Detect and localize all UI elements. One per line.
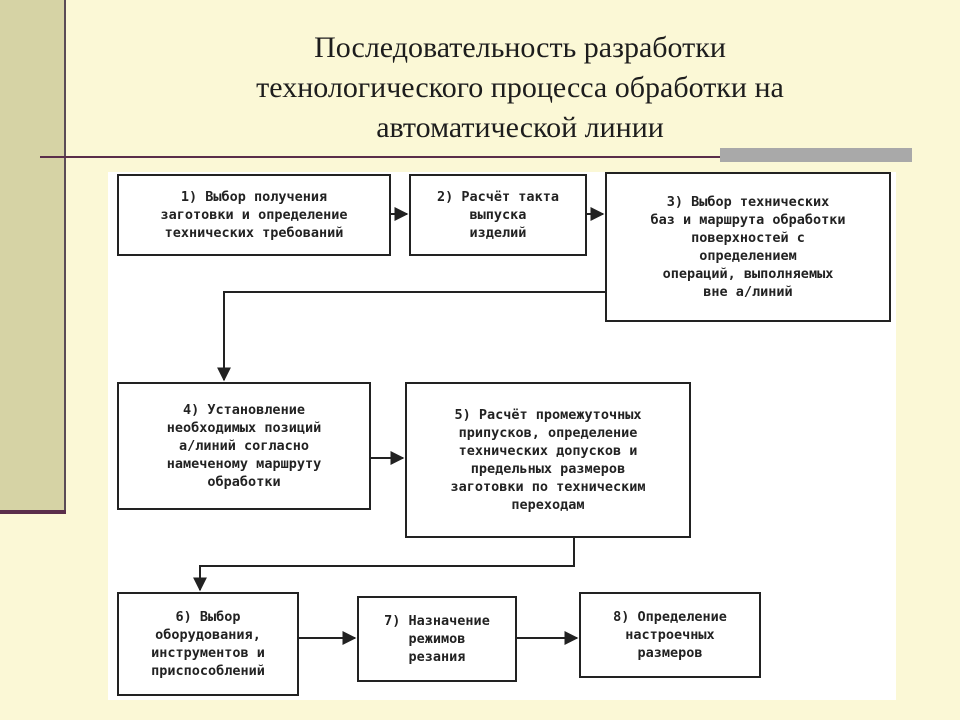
step-1-box: 1) Выбор получения заготовки и определен… (117, 174, 391, 256)
step-6-box: 6) Выбор оборудования, инструментов и пр… (117, 592, 299, 696)
step-2-box: 2) Расчёт такта выпуска изделий (409, 174, 587, 256)
step-5-box: 5) Расчёт промежуточных припусков, опред… (405, 382, 691, 538)
slide-sidebar-band (0, 0, 66, 512)
arrow-5-to-6 (193, 538, 575, 592)
title-accent-bar (720, 148, 912, 162)
step-3-box: 3) Выбор технических баз и маршрута обра… (605, 172, 891, 322)
title-underline (40, 156, 910, 158)
step-4-box: 4) Установление необходимых позиций а/ли… (117, 382, 371, 510)
sidebar-bottom-rule (0, 510, 66, 514)
slide-title: Последовательность разработки технологич… (256, 31, 784, 144)
arrow-3-to-4 (217, 291, 605, 382)
step-7-box: 7) Назначение режимов резания (357, 596, 517, 682)
step-8-box: 8) Определение настроечных размеров (579, 592, 761, 678)
